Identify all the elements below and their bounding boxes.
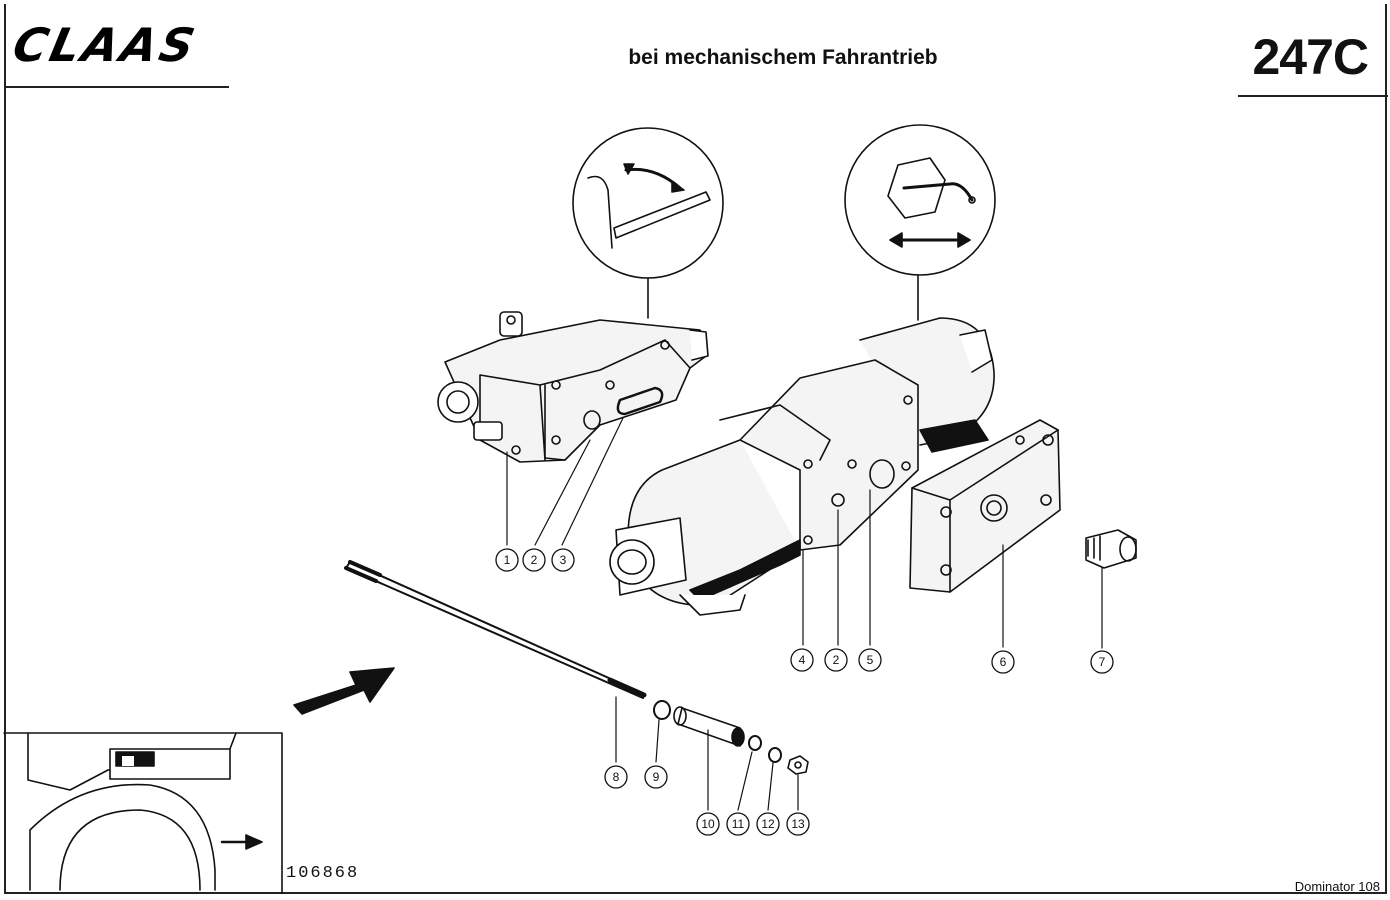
detail-view-lever: [572, 127, 724, 319]
callout-10: 10: [696, 812, 720, 836]
page-title: bei mechanischem Fahrantrieb: [628, 46, 938, 69]
callout-4: 4: [790, 648, 814, 672]
logo-underline: [4, 86, 229, 88]
callout-2: 2: [824, 648, 848, 672]
callout-6: 6: [991, 650, 1015, 674]
callout-13: 13: [786, 812, 810, 836]
callout-1: 1: [495, 548, 519, 572]
callout-5: 5: [858, 648, 882, 672]
valve-block-part-1: [437, 311, 709, 463]
callout-label: 6: [1000, 655, 1007, 669]
callout-2: 2: [522, 548, 546, 572]
callout-label: 5: [867, 653, 874, 667]
sheet-frame: [4, 4, 1387, 894]
washers-and-spacer: [653, 700, 809, 775]
callout-label: 8: [613, 770, 620, 784]
view-direction-arrow: [293, 667, 395, 715]
callout-label: 2: [833, 653, 840, 667]
callout-12: 12: [756, 812, 780, 836]
callout-11: 11: [726, 812, 750, 836]
callout-label: 9: [653, 770, 660, 784]
union-fitting-part-7: [1085, 529, 1137, 569]
callout-label: 13: [791, 817, 805, 831]
page-code: 247C: [1252, 29, 1369, 85]
threaded-rod-part-8: [344, 560, 647, 699]
callout-8: 8: [604, 765, 628, 789]
callout-9: 9: [644, 765, 668, 789]
flange-plate-part-6: [909, 419, 1061, 593]
callout-3: 3: [551, 548, 575, 572]
page-code-underline: [1238, 95, 1388, 97]
detail-view-hex-key: [844, 124, 996, 321]
callout-label: 7: [1099, 655, 1106, 669]
callout-label: 12: [761, 817, 775, 831]
machine-model: Dominator 108: [1294, 879, 1380, 894]
leader-lines: [506, 417, 1103, 811]
callout-label: 1: [504, 553, 511, 567]
callout-7: 7: [1090, 650, 1114, 674]
callout-label: 4: [799, 653, 806, 667]
machine-location-inset: [3, 732, 283, 894]
solenoid-valve-part-4: [609, 317, 995, 616]
callout-label: 3: [560, 553, 567, 567]
callout-label: 2: [531, 553, 538, 567]
callout-label: 11: [732, 817, 745, 831]
callout-label: 10: [701, 817, 715, 831]
document-number: 106868: [286, 864, 360, 883]
